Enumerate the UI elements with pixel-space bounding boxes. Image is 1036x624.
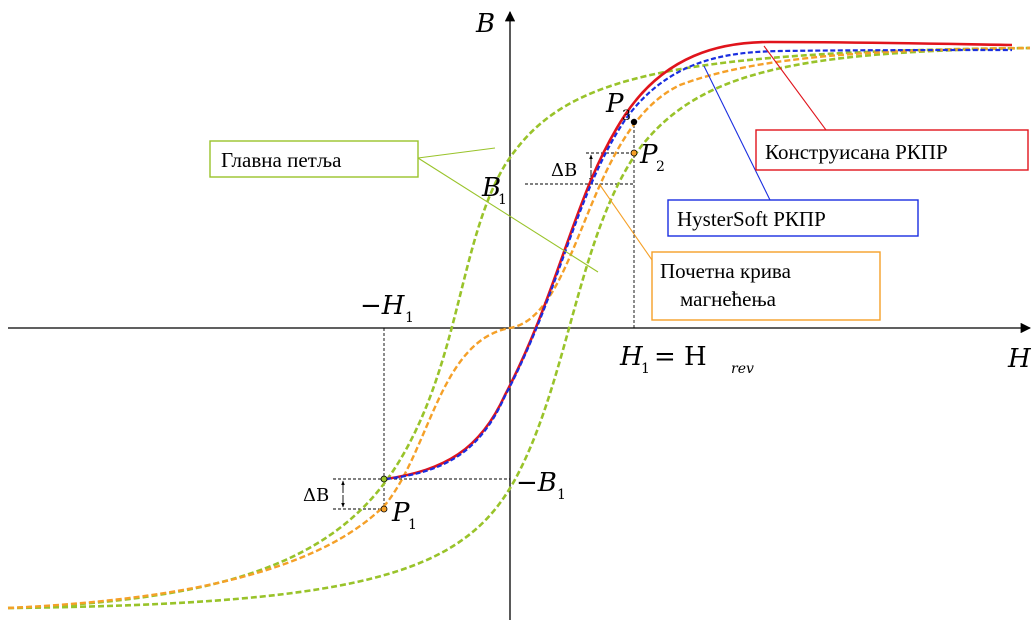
svg-text:P: P — [639, 140, 658, 170]
y-axis-label: B — [475, 9, 495, 39]
leader-main-loop-a — [417, 147, 496, 159]
callout-constructed: Конструисана РКПР — [755, 129, 1029, 171]
svg-text:−B: −B — [516, 468, 557, 498]
svg-text:HysterSoft РКПР: HysterSoft РКПР — [677, 207, 826, 231]
callout-main-loop: Главна петља — [209, 140, 419, 178]
marker-points — [380, 118, 638, 513]
label-delta-b-lower: ΔB — [303, 485, 329, 506]
label-delta-b-upper: ΔB — [551, 160, 577, 181]
leader-main-loop-b — [417, 157, 599, 273]
label-minus-h1: −H 1 — [360, 291, 414, 326]
main-loop-left-branch — [7, 46, 1031, 610]
svg-text:Главна петља: Главна петља — [221, 148, 342, 172]
svg-text:= H: = H — [654, 342, 707, 372]
callout-hystersoft: HysterSoft РКПР — [667, 199, 919, 237]
delta-b-arrows — [341, 154, 593, 508]
point-p1 — [380, 505, 388, 513]
svg-text:H: H — [619, 342, 644, 372]
leader-lines — [417, 45, 827, 273]
svg-text:1: 1 — [557, 487, 566, 503]
svg-text:Конструисана РКПР: Конструисана РКПР — [765, 140, 948, 164]
svg-text:P: P — [605, 89, 624, 119]
svg-text:2: 2 — [656, 159, 665, 175]
point-start — [380, 475, 388, 483]
svg-text:3: 3 — [622, 108, 631, 124]
svg-text:1: 1 — [405, 310, 414, 326]
label-b1: B 1 — [481, 173, 507, 208]
label-minus-b1: −B 1 — [516, 468, 566, 503]
hystersoft-reversal-curve — [385, 48, 1013, 481]
svg-text:Почетна крива: Почетна крива — [660, 259, 792, 283]
svg-text:rev: rev — [731, 361, 754, 377]
svg-text:1: 1 — [408, 517, 417, 533]
point-p2 — [630, 149, 638, 157]
svg-text:B: B — [481, 173, 501, 203]
label-h1-hrev: H 1 = H rev — [619, 342, 754, 377]
callout-initial-curve: Почетна крива магнећења — [651, 251, 881, 321]
svg-text:1: 1 — [498, 192, 507, 208]
svg-text:магнећења: магнећења — [680, 287, 777, 311]
label-p1: P 1 — [391, 498, 417, 533]
label-p2: P 2 — [639, 140, 665, 175]
main-loop-right-branch — [7, 46, 1031, 610]
initial-magnetization-curve — [7, 46, 1031, 610]
point-p3 — [630, 118, 638, 126]
leader-hystersoft — [703, 65, 771, 201]
svg-text:−H: −H — [360, 291, 406, 321]
leader-initial — [599, 184, 653, 261]
label-p3: P 3 — [605, 89, 631, 124]
svg-text:P: P — [391, 498, 410, 528]
x-axis-label: H — [1007, 344, 1032, 374]
leader-constructed — [763, 45, 827, 131]
svg-text:1: 1 — [641, 361, 650, 377]
